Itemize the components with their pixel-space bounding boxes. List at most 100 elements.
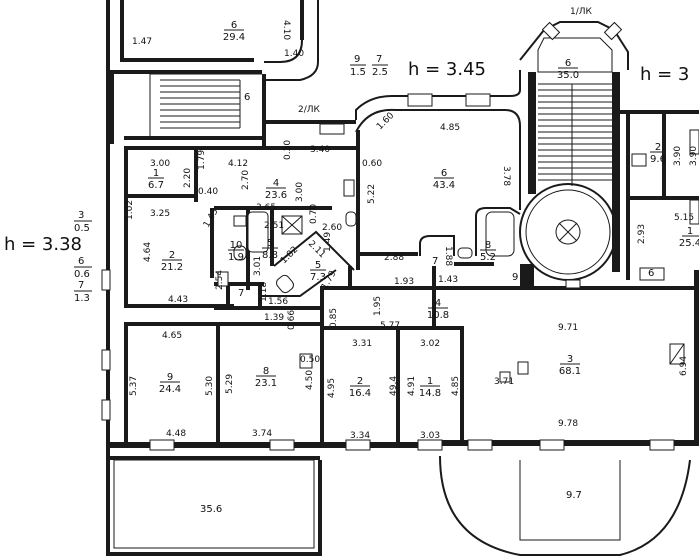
- room-label: 16.7: [148, 168, 164, 191]
- dim: 3.71: [494, 377, 514, 387]
- dim: 4.43: [168, 295, 188, 305]
- ratio-num: 7: [78, 280, 84, 291]
- room-6-corner-label: 6: [648, 268, 654, 279]
- room-7-center-label: 7: [238, 288, 244, 299]
- dim: 3.40: [310, 145, 330, 155]
- dim: 0.40: [198, 187, 218, 197]
- dim: 0.70: [309, 204, 319, 224]
- room-9-label: 9: [512, 272, 518, 283]
- ratio-den: 0.6: [74, 269, 90, 280]
- dim: 3.34: [350, 431, 370, 441]
- svg-text:1: 1: [687, 226, 693, 237]
- dim: 49.4: [389, 376, 399, 396]
- svg-text:6: 6: [441, 168, 447, 179]
- ratio-num: 6: [78, 256, 84, 267]
- stair-label-top: 1/ЛК: [570, 7, 593, 17]
- dim: 3.03: [420, 431, 440, 441]
- svg-text:2: 2: [357, 376, 363, 387]
- svg-text:24.4: 24.4: [159, 384, 181, 395]
- room-label: 635.0: [557, 58, 579, 81]
- dim: 3.90: [689, 146, 699, 166]
- dim: 5.22: [367, 184, 377, 204]
- ratio-num: 3: [78, 210, 84, 221]
- svg-text:14.8: 14.8: [419, 388, 441, 399]
- dim: 0.85: [329, 308, 339, 328]
- dim: 4.50: [305, 370, 315, 390]
- dim: 1.18: [259, 282, 269, 302]
- dim: 4.85: [440, 123, 460, 133]
- dim: 3.02: [420, 339, 440, 349]
- ceiling-height-right: h = 3: [640, 64, 689, 85]
- svg-text:2: 2: [169, 250, 175, 261]
- svg-text:9.6: 9.6: [650, 154, 666, 165]
- svg-text:5: 5: [267, 238, 273, 249]
- room-label: 368.1: [559, 354, 581, 377]
- stair-label-left: 2/ЛК: [298, 105, 321, 115]
- dim: 1.49: [323, 232, 333, 252]
- room-label: 823.1: [255, 366, 277, 389]
- dim: 1.39: [264, 313, 284, 323]
- windows: [101, 21, 699, 451]
- ratio-den: 2.5: [372, 67, 388, 78]
- svg-text:23.1: 23.1: [255, 378, 277, 389]
- room-label: 101.9: [228, 240, 244, 263]
- mid-ratios: 9 1.5 7 2.5: [350, 54, 388, 78]
- room-6-stair-label: 6: [244, 92, 250, 103]
- svg-text:2: 2: [655, 142, 661, 153]
- room-label: 924.4: [159, 372, 181, 395]
- svg-text:4: 4: [273, 178, 279, 189]
- balcony-left-area: 35.6: [200, 504, 222, 515]
- dim: 1.79: [197, 150, 207, 170]
- dim: 5.37: [129, 376, 139, 396]
- svg-text:6: 6: [231, 20, 237, 31]
- plain-room-labels: 6 7 7 9 6 35.6 9.7: [200, 92, 654, 515]
- dim: 9.71: [558, 323, 578, 333]
- svg-text:10.8: 10.8: [427, 310, 449, 321]
- svg-text:1: 1: [427, 376, 433, 387]
- dim: 0.66: [287, 310, 297, 330]
- dim: 3.65: [256, 203, 276, 213]
- dim: 2.51: [264, 221, 284, 231]
- svg-text:5.2: 5.2: [480, 252, 496, 263]
- dim: 4.10: [281, 20, 291, 40]
- dim: 4.85: [451, 376, 461, 396]
- svg-text:8: 8: [485, 240, 491, 251]
- ratio-den: 1.3: [74, 293, 90, 304]
- room-label: 643.4: [433, 168, 455, 191]
- ceiling-height-mid: h = 3.45: [408, 59, 486, 80]
- dim: 1.43: [202, 207, 221, 229]
- dim: 5.29: [225, 374, 235, 394]
- svg-text:1.9: 1.9: [228, 252, 244, 263]
- ratio-num: 9: [354, 54, 360, 65]
- dim: 3.00: [295, 182, 305, 202]
- dim: 1.56: [268, 297, 288, 307]
- room-label: 57.3: [310, 260, 326, 283]
- svg-text:23.6: 23.6: [265, 190, 287, 201]
- dim: 9.78: [558, 419, 578, 429]
- dim: 2.70: [241, 170, 251, 190]
- room-label: 423.6: [265, 178, 287, 201]
- ratio-num: 7: [376, 54, 382, 65]
- svg-text:8: 8: [263, 366, 269, 377]
- dim: 5.77: [380, 321, 400, 331]
- dim: 1.40: [284, 49, 304, 59]
- ratio-den: 0.5: [74, 223, 90, 234]
- svg-text:8.8: 8.8: [262, 250, 278, 261]
- dim: 4.48: [166, 429, 186, 439]
- svg-text:5: 5: [315, 260, 321, 271]
- room-label: 114.8: [419, 376, 441, 399]
- dim: 5.30: [205, 376, 215, 396]
- svg-text:4: 4: [435, 298, 441, 309]
- dim: 2.54: [215, 270, 225, 290]
- svg-text:1: 1: [153, 168, 159, 179]
- room-label: 29.6: [650, 142, 666, 165]
- left-ratios: 3 0.5 6 0.6 7 1.3: [74, 210, 92, 304]
- svg-text:3: 3: [567, 354, 573, 365]
- svg-text:43.4: 43.4: [433, 180, 455, 191]
- dim: 4.12: [228, 159, 248, 169]
- svg-text:9: 9: [167, 372, 173, 383]
- dim: 3.25: [150, 209, 170, 219]
- dim: 4.65: [162, 331, 182, 341]
- room-7-small-label: 7: [432, 256, 438, 267]
